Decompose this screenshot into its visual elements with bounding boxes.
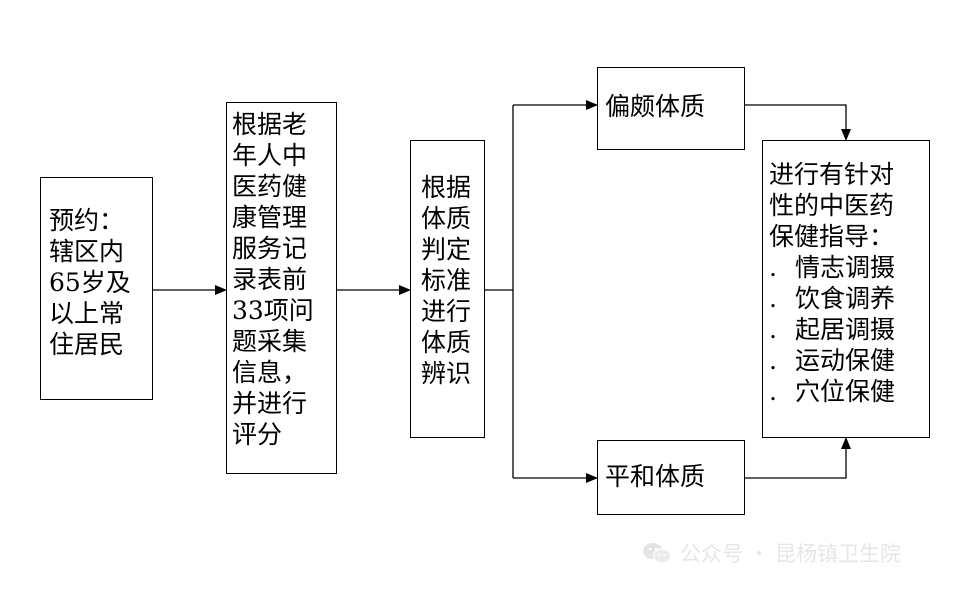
biased-constitution-label: 偏颇体质 — [605, 92, 706, 121]
watermark-account-name: 昆杨镇卫生院 — [775, 542, 901, 566]
bullet-dot: . — [769, 315, 777, 344]
wechat-icon — [643, 543, 672, 564]
text-line: 康管理 — [232, 203, 308, 232]
text-line: 医药健 — [232, 172, 308, 201]
balanced-constitution-box: 平和体质 — [597, 440, 745, 515]
health-guidance-box: 进行有针对性的中医药保健指导： . 情志调摄. 饮食调养. 起居调摄. 运动保健. 穴位保… — [762, 140, 930, 438]
guidance-item: . 情志调摄 — [769, 252, 929, 283]
arrow-biased-to-guidance — [745, 104, 851, 141]
bullet-dot: . — [769, 377, 777, 406]
balanced-constitution-label: 平和体质 — [605, 462, 706, 491]
bullet-dot: . — [769, 346, 777, 375]
guidance-item: . 起居调摄 — [769, 314, 929, 345]
guidance-item-label: 饮食调养 — [795, 284, 896, 313]
text-line: 保健指导： — [769, 222, 895, 251]
text-line: 65岁及 — [49, 268, 131, 297]
text-line: 评分 — [232, 420, 283, 449]
text-line: 年人中 — [232, 141, 308, 170]
guidance-list: . 情志调摄. 饮食调养. 起居调摄. 运动保健. 穴位保健 — [769, 252, 929, 407]
text-line: 题采集 — [232, 327, 308, 356]
guidance-item: . 穴位保健 — [769, 376, 929, 407]
text-line: 并进行 — [232, 389, 308, 418]
text-line: 以上常 — [49, 299, 125, 328]
text-line: 辖区内 — [49, 237, 125, 266]
guidance-heading: 进行有针对性的中医药保健指导： — [769, 159, 929, 252]
guidance-item-label: 起居调摄 — [795, 315, 896, 344]
bullet-dot: . — [769, 284, 777, 313]
text-line: 性的中医药 — [769, 191, 895, 220]
text-line: 根据 — [421, 173, 472, 202]
text-line: 33项问 — [232, 296, 314, 325]
guidance-item: . 饮食调养 — [769, 283, 929, 314]
text-line: 住居民 — [49, 330, 125, 359]
constitution-identify-box: 根据体质判定标准进行体质辨识 — [410, 140, 485, 438]
text-line: 进行有针对 — [769, 160, 895, 189]
text-line: 判定 — [421, 235, 472, 264]
text-line: 根据老 — [232, 110, 308, 139]
watermark-label: 公众号 — [680, 542, 743, 566]
text-line: 体质 — [421, 204, 472, 233]
text-line: 辨识 — [421, 359, 472, 388]
guidance-item-label: 穴位保健 — [795, 377, 896, 406]
text-line: 体质 — [421, 328, 472, 357]
text-line: 预约： — [49, 206, 125, 235]
bullet-dot: . — [769, 253, 777, 282]
text-line: 录表前 — [232, 265, 308, 294]
text-line: 服务记 — [232, 234, 308, 263]
watermark-separator — [757, 551, 761, 555]
guidance-item-label: 运动保健 — [795, 346, 896, 375]
text-line: 进行 — [421, 297, 472, 326]
text-line: 信息， — [232, 358, 308, 387]
guidance-item: . 运动保健 — [769, 345, 929, 376]
guidance-item-label: 情志调摄 — [795, 253, 896, 282]
text-line: 标准 — [421, 266, 472, 295]
biased-constitution-box: 偏颇体质 — [597, 67, 745, 150]
arrow-balanced-to-guidance — [745, 437, 851, 479]
wechat-watermark: 公众号 昆杨镇卫生院 — [642, 538, 901, 568]
